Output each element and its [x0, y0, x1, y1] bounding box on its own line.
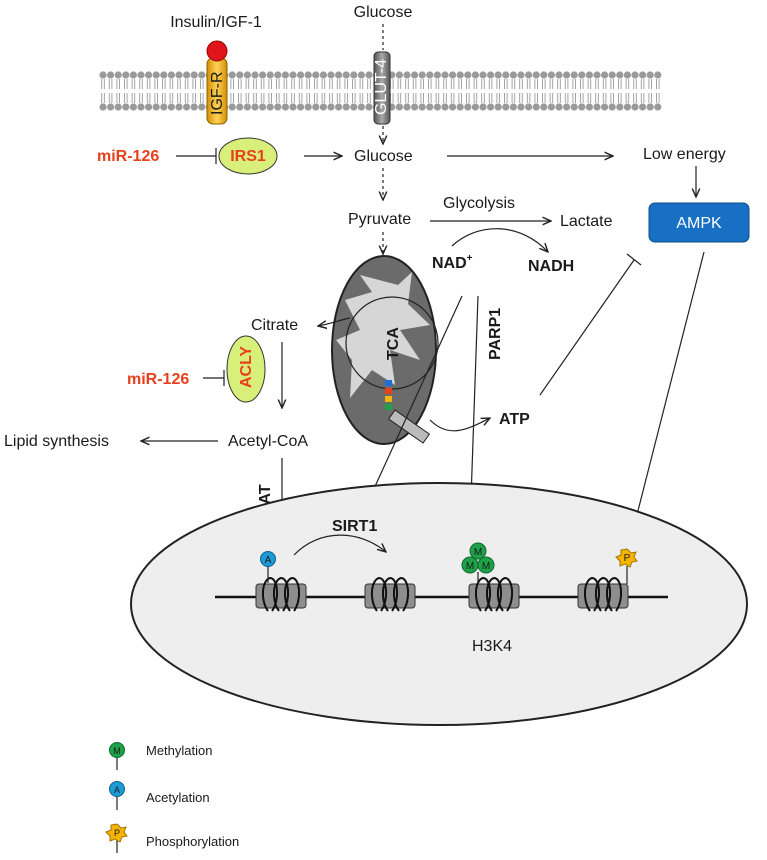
svg-text:M: M [113, 746, 121, 756]
nucleosome-group [255, 576, 629, 612]
nucleosome-icon [577, 576, 629, 612]
low-energy-label: Low energy [643, 146, 726, 163]
svg-text:P: P [114, 828, 120, 838]
methyl-mark-icon [477, 556, 495, 574]
atp-synthase-icon [387, 409, 431, 444]
inhibition-bar [626, 253, 642, 266]
atp-label: ATP [499, 411, 530, 428]
nad-label: NAD+ [432, 253, 473, 272]
legend: M Methylation A Acetylation P Phosphoryl… [105, 742, 239, 853]
nad-nadh-arrow [451, 228, 548, 252]
methyl-legend-icon [109, 742, 125, 758]
glucose-outside: Glucose [354, 4, 413, 21]
phospho-mark-icon [615, 548, 638, 568]
etc-complex-icon [385, 380, 392, 386]
mir126-top: miR-126 [97, 148, 159, 165]
glucose-inside: Glucose [354, 148, 413, 165]
ampk-phospho-arrow [630, 251, 705, 542]
ligand-label: Insulin/IGF-1 [170, 14, 262, 31]
citrate-label: Citrate [251, 317, 298, 334]
acly-label: ACLY [238, 346, 255, 388]
atp-lactate-inhibition [539, 259, 635, 396]
acetyl-coa-label: Acetyl-CoA [228, 433, 308, 450]
ligand-icon [206, 40, 228, 62]
parp1-label: PARP1 [487, 308, 504, 360]
methyl-mark-text: M [482, 561, 490, 572]
acly-node [226, 335, 266, 403]
methyl-mark-text: M [466, 561, 474, 572]
tca-label: TCA [385, 327, 402, 360]
legend-item-methylation: M Methylation [109, 742, 212, 770]
methyl-mark-text: M [474, 547, 482, 558]
legend-label-methylation: Methylation [146, 743, 212, 758]
glut4-transporter: GLUT-4 [373, 51, 391, 125]
nucleus [130, 482, 748, 726]
mir126-bottom: miR-126 [127, 371, 189, 388]
glycolysis-label: Glycolysis [443, 195, 515, 212]
mitochondrion: TCA [331, 255, 439, 445]
legend-item-acetylation: A Acetylation [109, 781, 210, 810]
legend-item-phosphorylation: P Phosphorylation [105, 823, 239, 853]
legend-label-phosphorylation: Phosphorylation [146, 834, 239, 849]
ampk-node [648, 202, 750, 243]
pyruvate-label: Pyruvate [348, 211, 411, 228]
tca-citrate-arrow [318, 317, 351, 326]
atpsynthase-atp-arrow [429, 418, 490, 432]
acetyl-legend-icon [109, 781, 125, 797]
irs1-node [218, 137, 278, 175]
lipid-synthesis-label: Lipid synthesis [4, 433, 109, 450]
sirt1-label: SIRT1 [332, 518, 377, 535]
acetyl-mark-text: A [265, 555, 272, 566]
methyl-mark-icon [469, 542, 487, 560]
h3k4-label: H3K4 [472, 638, 512, 655]
deacetylation-arrow [293, 534, 386, 556]
nadh-label: NADH [528, 258, 574, 275]
svg-text:A: A [114, 785, 120, 795]
lactate-label: Lactate [560, 213, 613, 230]
receptor-label: IGF-R [209, 71, 226, 115]
ampk-label: AMPK [676, 215, 722, 232]
nucleosome-icon [255, 576, 307, 612]
nucleosome-icon [364, 576, 416, 612]
nucleosome-icon [468, 576, 520, 612]
legend-label-acetylation: Acetylation [146, 790, 210, 805]
igf-receptor: IGF-R [206, 40, 228, 125]
irs1-label: IRS1 [230, 148, 266, 165]
phospho-mark-text: P [624, 553, 631, 564]
transporter-label: GLUT-4 [373, 59, 390, 115]
acetyl-mark-icon [260, 551, 276, 567]
phospho-legend-icon [105, 823, 128, 843]
